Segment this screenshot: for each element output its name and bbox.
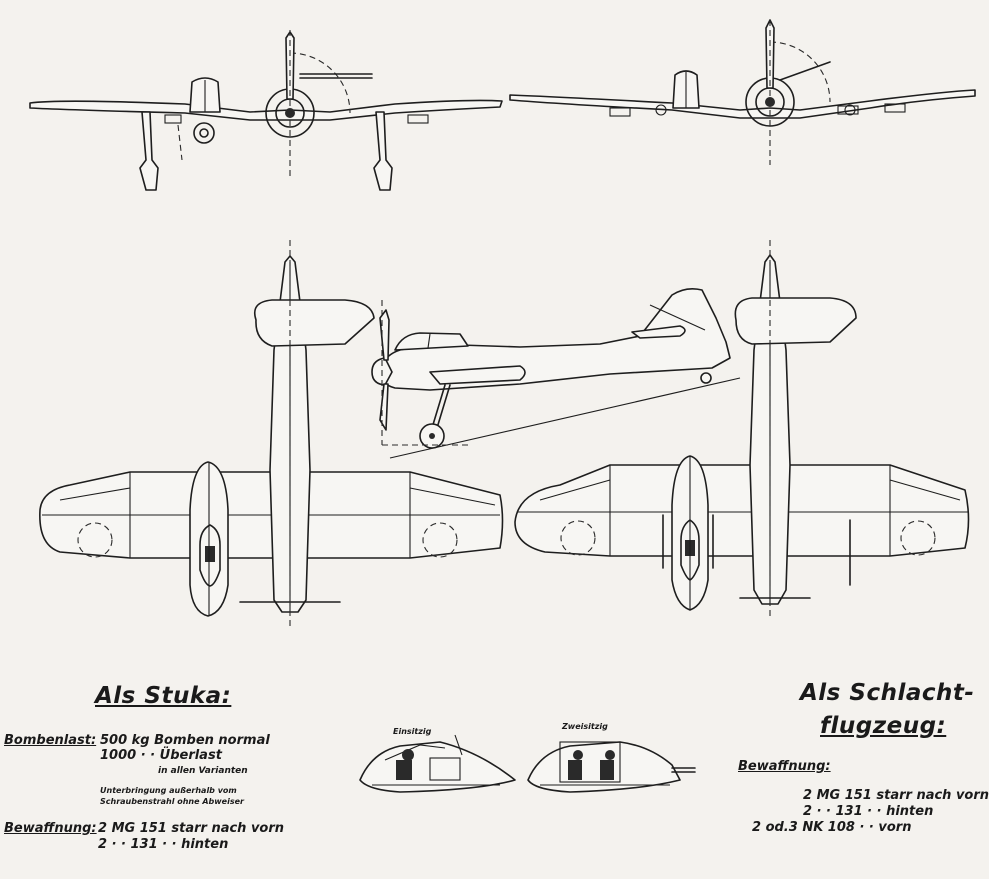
schlacht-arm-line2: 2 · · 131 · · hinten [803,804,934,819]
caption-single-seat: Einsitzig [393,727,432,736]
caption-double-seat: Zweisitzig [562,722,608,731]
stuka-bomb-line1: 500 kg Bomben normal [100,733,270,748]
top-view-schlacht [514,240,970,620]
cockpit-section-double [527,741,696,793]
schlacht-heading-line1: Als Schlacht- [800,680,975,706]
schlacht-arm-line3: 2 od.3 NK 108 · · vorn [752,820,912,835]
stuka-bomb-label: Bombenlast: [4,733,97,748]
stuka-arm-line1: 2 MG 151 starr nach vorn [98,821,285,836]
cockpit-section-single [359,734,516,793]
stuka-bomb-line2: 1000 · · Überlast [100,748,222,763]
side-view [371,288,741,459]
stuka-arm-line2: 2 · · 131 · · hinten [98,837,229,852]
front-view-schlacht [509,19,976,165]
schlacht-heading-line2: flugzeug: [820,713,947,739]
stuka-arm-label: Bewaffnung: [4,821,97,836]
stuka-bomb-line3: in allen Varianten [158,766,248,776]
schlacht-arm-line1: 2 MG 151 starr nach vorn [803,788,989,803]
stuka-bomb-note2: Schraubenstrahl ohne Abweiser [100,797,244,806]
stuka-heading: Als Stuka: [95,683,232,709]
schlacht-arm-label: Bewaffnung: [738,759,831,774]
stuka-bomb-note1: Unterbringung außerhalb vom [100,786,237,795]
front-view-stuka [29,30,503,191]
top-view-stuka [39,240,504,630]
